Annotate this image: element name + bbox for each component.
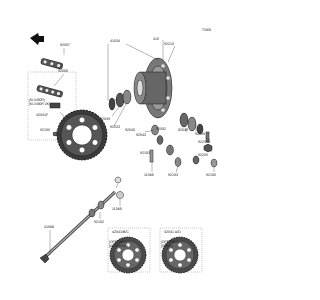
label-92150: 92150 — [206, 173, 216, 177]
label-41068: 41068 — [44, 225, 54, 229]
axle-nut-right — [192, 131, 218, 168]
label-92210: 92210 — [164, 42, 174, 46]
label-opt-b-1: (OPT.ONLY) — [161, 240, 179, 244]
label-92057: 92057 — [60, 43, 70, 47]
label-92210a: 92210A — [198, 140, 211, 144]
label-92150-left: 92150 — [40, 128, 50, 132]
hub-collars — [149, 124, 182, 167]
label-92152: 92152 — [94, 220, 104, 224]
label-opt-b-2: (STEEL) — [161, 244, 173, 248]
sprocket-bolt — [52, 131, 124, 199]
leader-lines — [49, 40, 215, 255]
label-42041-bc: 42041/B/C — [112, 230, 129, 234]
arrow-icon — [30, 33, 44, 45]
label-opt-a-2: (KL450R/UK) — [109, 244, 128, 248]
label-410: 410 — [153, 37, 159, 41]
label-92043: 92043 — [136, 133, 146, 137]
label-92200: 92200 — [198, 153, 208, 157]
chain-icon — [36, 58, 64, 109]
hub-bearings-left — [108, 89, 132, 111]
option-box-left — [27, 71, 77, 141]
hub-icon — [133, 57, 173, 119]
hub-bearings-right — [179, 112, 204, 135]
label-42041f: 42041F — [36, 113, 49, 117]
label-42041-ad: 42041 A/D — [164, 230, 181, 234]
label-option-left-1: (KLX450R) — [29, 98, 45, 102]
label-11065-b: 11065 — [112, 207, 122, 211]
label-92153: 92153 — [140, 151, 150, 155]
exploded-parts-diagram: T0008 — [27, 28, 218, 274]
label-11065-a: 11065 — [144, 173, 154, 177]
sprocket-icon — [56, 109, 108, 161]
label-92045: 92045 — [125, 128, 135, 132]
label-92052: 92052 — [156, 127, 166, 131]
label-92033: 92033 — [110, 125, 120, 129]
label-92049-c: 92049 — [195, 132, 205, 136]
axle-spacers — [88, 200, 105, 218]
label-option-left-2: (KLX450R UK) — [29, 102, 50, 106]
option-sprocket-a — [109, 236, 147, 274]
label-opt-a-1: (OPT.ONLY) — [109, 240, 127, 244]
label-92049-a: 92049 — [100, 117, 110, 121]
label-41034: 41034 — [110, 39, 120, 43]
label-92055: 92055 — [58, 69, 68, 73]
option-box-a — [107, 227, 151, 273]
diagram-code: T0008 — [202, 28, 211, 32]
label-92153-b: 92153 — [168, 173, 178, 177]
option-sprocket-b — [161, 236, 199, 274]
option-box-b — [159, 227, 203, 273]
label-92049-b: 92049 — [178, 128, 188, 132]
